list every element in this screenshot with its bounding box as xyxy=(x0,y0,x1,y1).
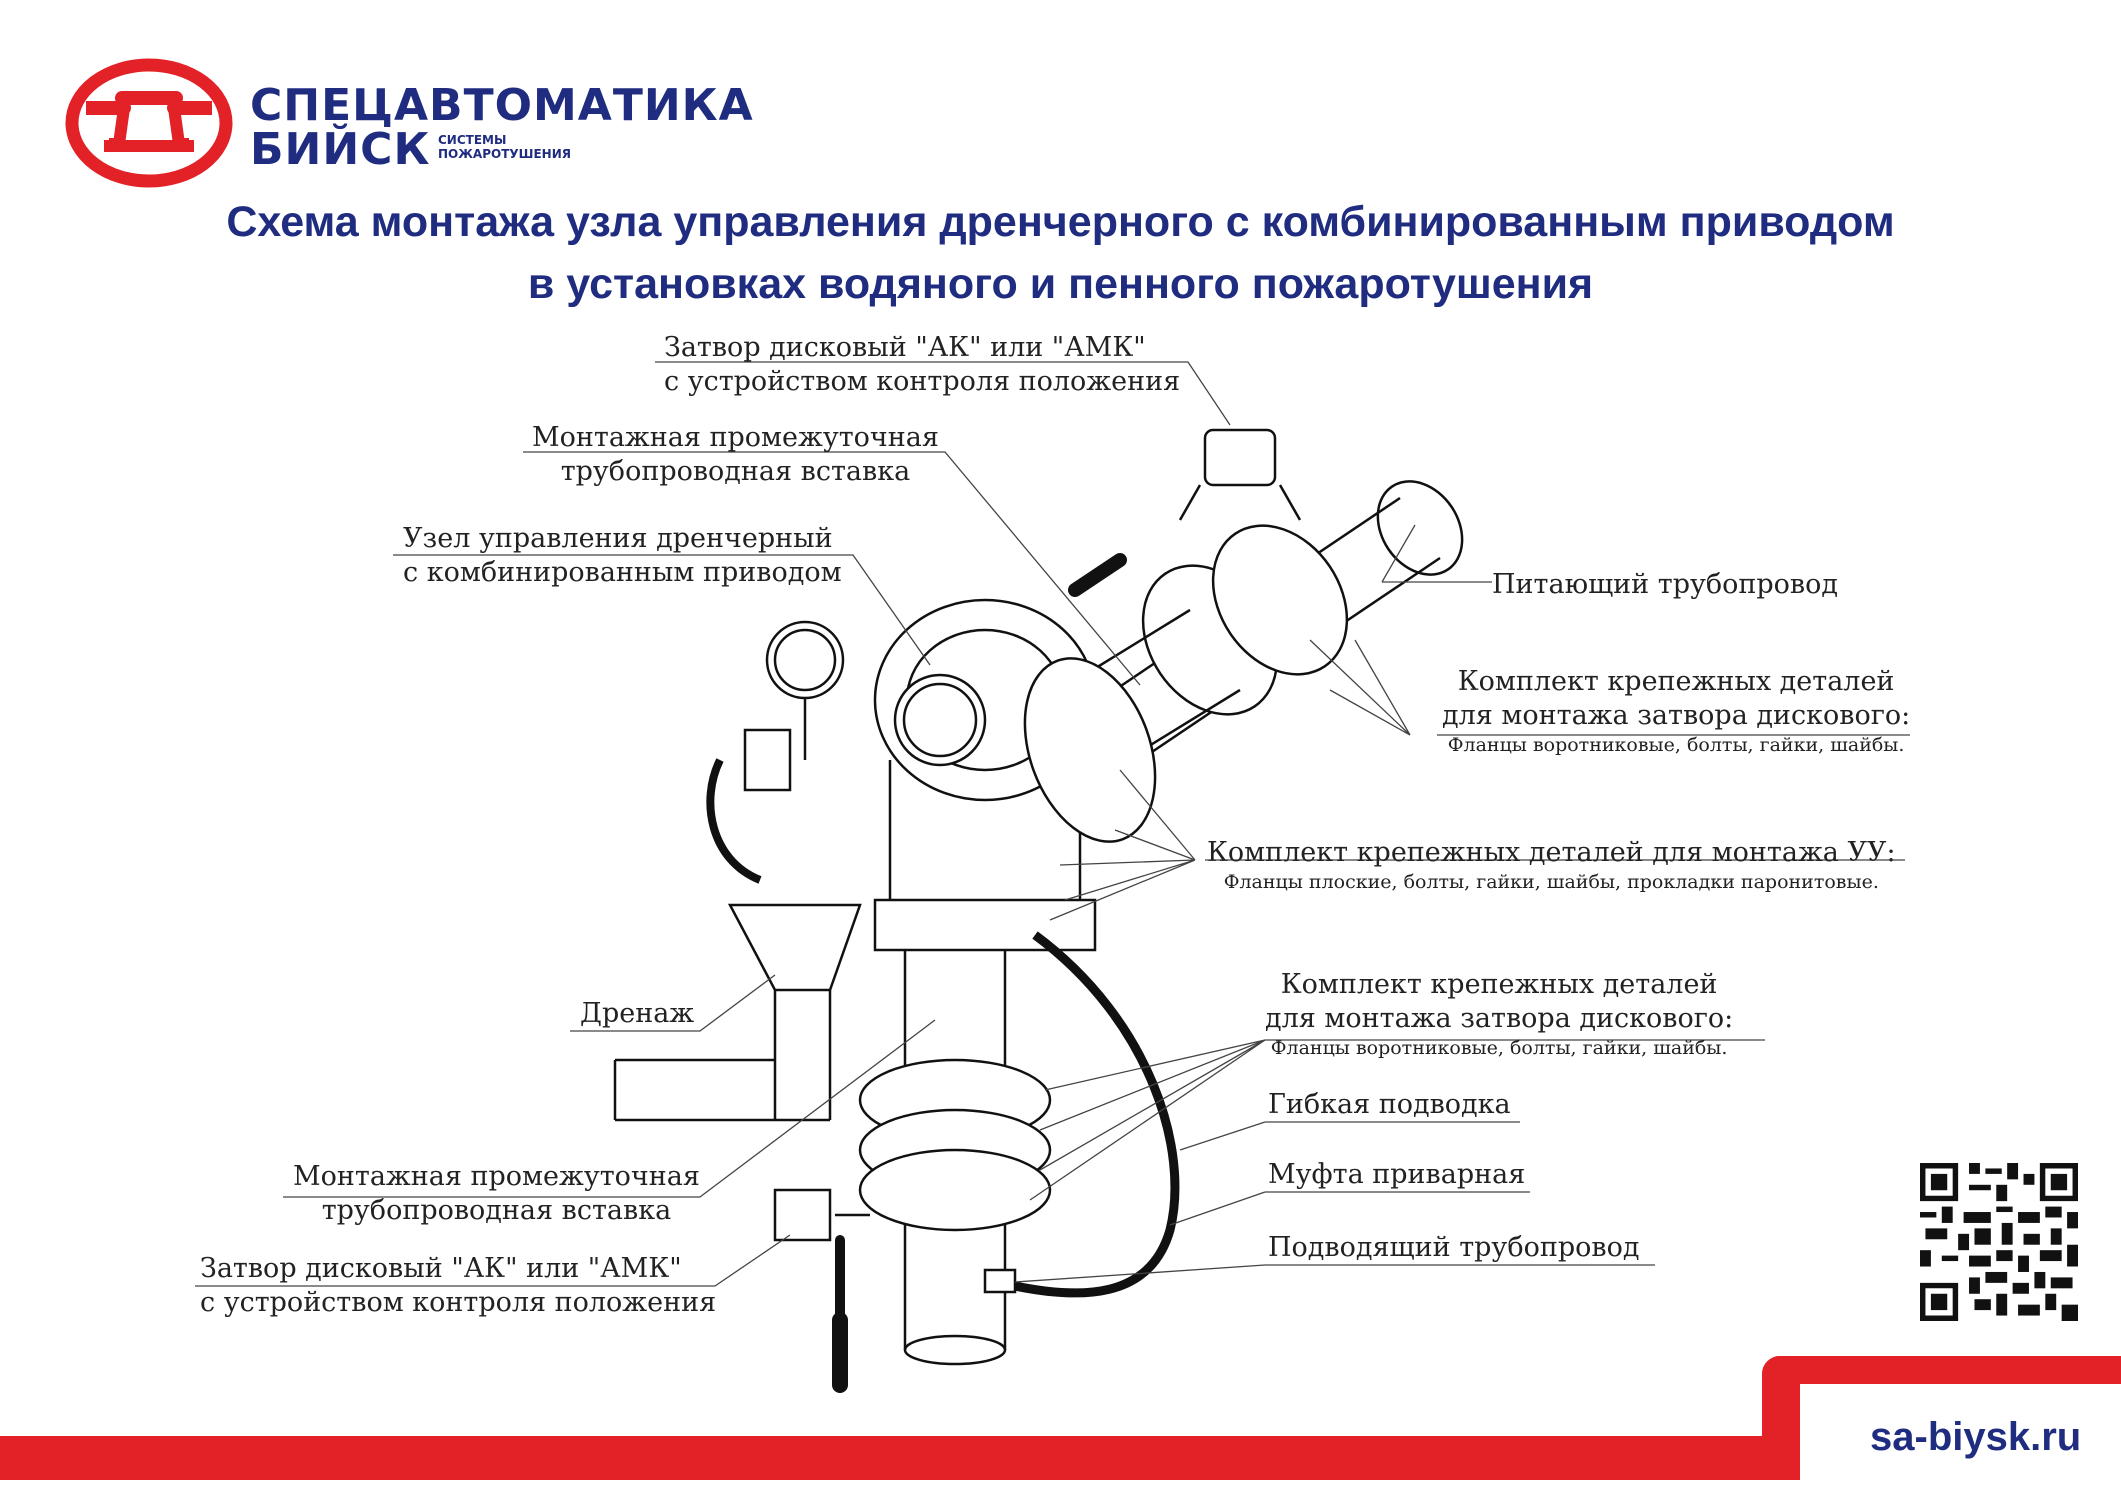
label-control-unit: Узел управления дренчерный с комбинирова… xyxy=(403,523,842,588)
label-valve-bottom: Затвор дисковый "АК" или "АМК" с устройс… xyxy=(200,1253,717,1318)
brand-city: БИЙСК xyxy=(250,124,431,175)
label-insert-top: Монтажная промежуточная трубопроводная в… xyxy=(532,422,939,487)
page-title-line1: Схема монтажа узла управления дренчерног… xyxy=(226,198,1895,246)
label-inlet-pipe: Подводящий трубопровод xyxy=(1268,1232,1640,1263)
footer-bar-top xyxy=(1762,1356,2121,1384)
brand-subtitle: СИСТЕМЫ ПОЖАРОТУШЕНИЯ xyxy=(438,133,572,161)
website-link[interactable]: sa-biysk.ru xyxy=(1870,1415,2082,1459)
qr-code-icon xyxy=(1920,1163,2078,1321)
footer-bar xyxy=(0,1436,1790,1480)
label-kit-uu: Комплект крепежных деталей для монтажа У… xyxy=(1207,837,1896,893)
page-title-line2: в установках водяного и пенного пожароту… xyxy=(527,260,1594,308)
label-kit-valve-bottom: Комплект крепежных деталей для монтажа з… xyxy=(1265,969,1734,1059)
label-drain: Дренаж xyxy=(580,998,695,1029)
label-supply-pipe: Питающий трубопровод xyxy=(1492,569,1838,600)
brand-name: СПЕЦАВТОМАТИКА xyxy=(250,80,754,131)
label-coupling: Муфта приварная xyxy=(1268,1159,1526,1190)
label-insert-bottom: Монтажная промежуточная трубопроводная в… xyxy=(293,1161,700,1226)
label-valve-top: Затвор дисковый "АК" или "АМК" с устройс… xyxy=(664,332,1181,397)
company-logo-icon xyxy=(65,58,233,188)
label-flex-hose: Гибкая подводка xyxy=(1268,1089,1511,1120)
label-kit-valve-top: Комплект крепежных деталей для монтажа з… xyxy=(1442,666,1911,756)
